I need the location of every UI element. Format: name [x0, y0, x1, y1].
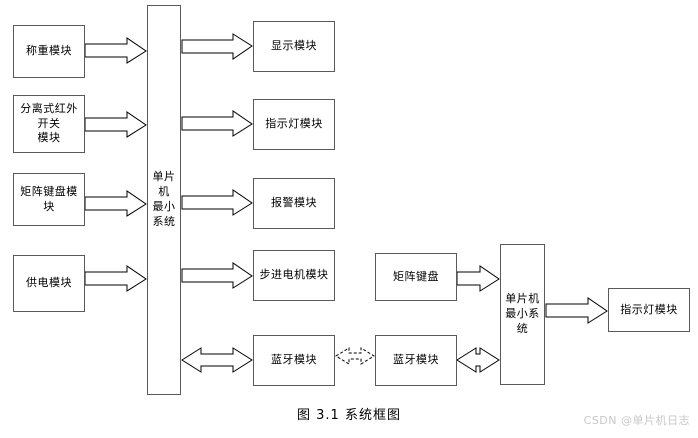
arrow-matrix-keypad-module-to-mcu: [84, 190, 147, 217]
block-display-module-label: 显示模块: [271, 39, 317, 53]
arrow-mcu-to-stepper-motor: [181, 262, 253, 289]
block-stepper-motor-module-label: 步进电机模块: [259, 268, 329, 282]
block-indicator-lamp-module-label: 指示灯模块: [265, 117, 323, 131]
block-indicator-lamp-module-right[interactable]: 指示灯模块: [608, 288, 690, 332]
block-bluetooth-module-left-label: 蓝牙模块: [271, 353, 317, 367]
arrow-weighing-to-mcu: [84, 37, 147, 64]
arrow-ir-switch-to-mcu: [84, 111, 147, 138]
block-matrix-keypad[interactable]: 矩阵键盘: [375, 253, 457, 301]
arrow-bluetooth-right-to-mcu-right: [456, 347, 500, 373]
csdn-watermark: CSDN @单片机日志: [583, 414, 690, 427]
block-stepper-motor-module[interactable]: 步进电机模块: [253, 250, 335, 301]
block-weighing-module[interactable]: 称重模块: [13, 25, 85, 78]
arrow-mcu-to-display: [181, 33, 253, 60]
arrow-mcu-to-bluetooth-left: [181, 347, 253, 373]
block-power-supply-module[interactable]: 供电模块: [13, 255, 85, 312]
block-display-module[interactable]: 显示模块: [253, 21, 335, 72]
arrow-mcu-right-to-indicator-lamp: [545, 297, 608, 324]
arrow-matrix-keypad-to-mcu-right: [456, 265, 500, 292]
block-mcu-min-system-left[interactable]: 单片机 最小系统: [147, 5, 181, 395]
block-mcu-min-system-right-label: 单片机 最小系统: [505, 292, 540, 335]
block-matrix-keypad-module[interactable]: 矩阵键盘模块: [13, 173, 85, 226]
block-separated-ir-switch-module-label: 分离式红外开关 模块: [20, 101, 78, 145]
figure-caption: 图 3.1 系统框图: [297, 408, 401, 423]
block-bluetooth-module-right-label: 蓝牙模块: [393, 353, 439, 367]
block-weighing-module-label: 称重模块: [26, 44, 72, 58]
arrow-mcu-to-indicator-lamp: [181, 110, 253, 137]
block-bluetooth-module-left[interactable]: 蓝牙模块: [253, 335, 335, 386]
block-mcu-min-system-right[interactable]: 单片机 最小系统: [500, 244, 545, 385]
arrow-bluetooth-wireless-link: [335, 347, 375, 365]
arrow-power-to-mcu: [84, 265, 147, 292]
block-indicator-lamp-module[interactable]: 指示灯模块: [253, 99, 335, 150]
arrow-mcu-to-alarm: [181, 189, 253, 216]
block-separated-ir-switch-module[interactable]: 分离式红外开关 模块: [13, 95, 85, 153]
block-alarm-module-label: 报警模块: [271, 196, 317, 210]
block-bluetooth-module-right[interactable]: 蓝牙模块: [375, 335, 457, 386]
block-matrix-keypad-label: 矩阵键盘: [393, 269, 439, 283]
block-alarm-module[interactable]: 报警模块: [253, 178, 335, 229]
block-indicator-lamp-module-right-label: 指示灯模块: [620, 302, 678, 316]
block-power-supply-module-label: 供电模块: [26, 276, 72, 290]
block-matrix-keypad-module-label: 矩阵键盘模块: [20, 184, 78, 213]
block-mcu-min-system-left-label: 单片机 最小系统: [152, 170, 176, 228]
